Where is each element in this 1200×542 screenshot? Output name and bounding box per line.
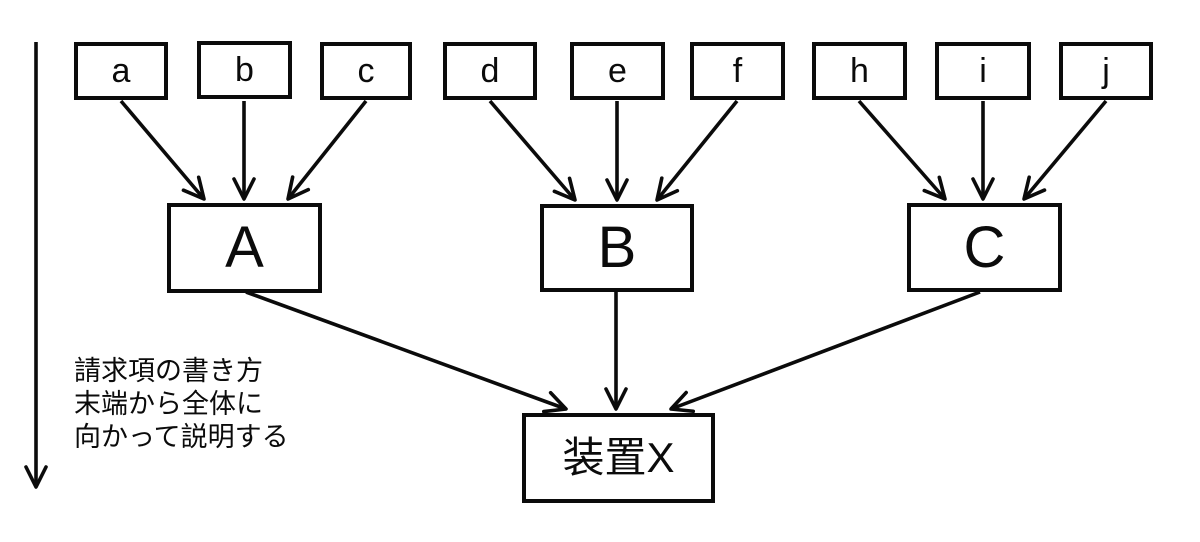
arrow-C-to-X — [669, 290, 981, 414]
node-a: a — [74, 42, 168, 100]
node-A: A — [167, 203, 322, 293]
node-e-label: e — [608, 52, 627, 90]
node-a-label: a — [111, 52, 131, 90]
node-B: B — [540, 204, 694, 292]
node-B-label: B — [597, 215, 637, 280]
arrow-h-to-C — [857, 99, 947, 201]
node-i: i — [935, 42, 1031, 100]
arrow-A-to-X — [245, 290, 568, 414]
node-C: C — [907, 203, 1062, 292]
node-A-label: A — [225, 215, 264, 280]
arrow-j-to-C — [1022, 99, 1108, 201]
arrow-c-to-A — [286, 99, 368, 201]
arrow-f-to-B — [655, 99, 739, 202]
claim-note-line-3: 向かって説明する — [74, 422, 289, 452]
claim-writing-note: 請求項の書き方 末端から全体に 向かって説明する — [74, 355, 289, 454]
node-j: j — [1059, 42, 1153, 100]
node-e: e — [570, 42, 665, 100]
node-X: 装置X — [522, 413, 715, 503]
node-X-label: 装置X — [562, 434, 675, 481]
node-j-label: j — [1102, 52, 1110, 90]
node-h: h — [812, 42, 907, 100]
node-c: c — [320, 42, 412, 100]
node-d: d — [443, 42, 537, 100]
claim-note-line-1: 請求項の書き方 — [74, 356, 263, 386]
node-b: b — [197, 41, 292, 99]
node-b-label: b — [235, 51, 254, 89]
arrow-a-to-A — [119, 99, 206, 201]
arrow-d-to-B — [488, 99, 577, 202]
node-d-label: d — [480, 52, 500, 90]
node-f-label: f — [732, 52, 743, 90]
node-h-label: h — [850, 52, 869, 90]
node-f: f — [690, 42, 785, 100]
node-c-label: c — [357, 52, 375, 90]
claim-note-line-2: 末端から全体に — [74, 389, 263, 419]
node-i-label: i — [979, 52, 987, 90]
node-C-label: C — [963, 214, 1006, 280]
